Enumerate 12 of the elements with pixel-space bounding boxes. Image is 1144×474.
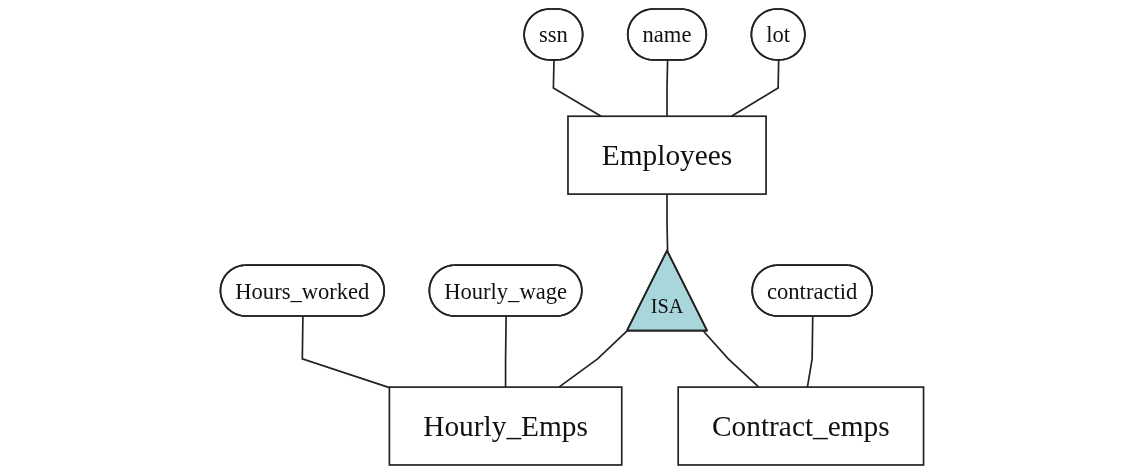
node-box: Contract_emps [677,386,925,466]
connector [552,59,602,118]
connector [504,315,507,388]
node-box: Employees [567,115,767,195]
connector [730,59,780,118]
connector [558,329,629,388]
node-box: Hourly_Emps [388,386,623,466]
connector [806,315,814,388]
connector [666,193,669,252]
connector [666,59,669,118]
connector [301,315,391,389]
connector [702,330,760,388]
